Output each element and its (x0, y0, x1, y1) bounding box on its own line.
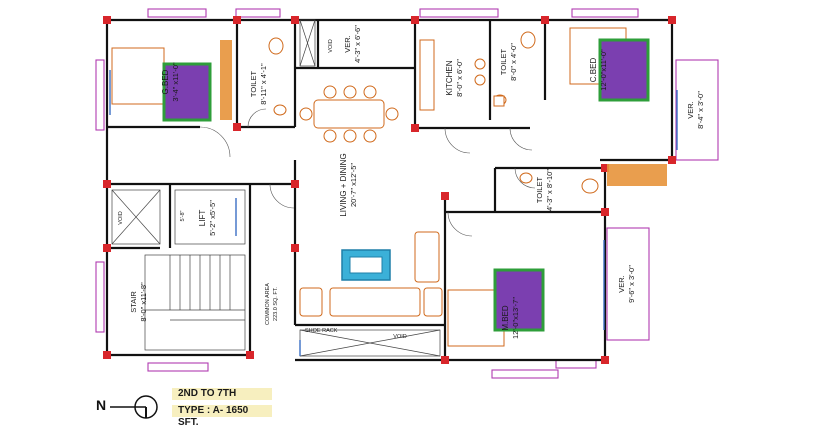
svg-text:COMMON AREA: COMMON AREA (265, 283, 271, 325)
svg-text:VER.: VER. (617, 275, 626, 293)
label-lift: LIFT 5'-2" x5'-5" (198, 200, 217, 236)
svg-text:20'-7" x12'-5": 20'-7" x12'-5" (349, 163, 358, 207)
label-toilet-3: TOILET 4'-3" x 8'-10" (535, 169, 554, 211)
type-label: TYPE : A- 1650 SFT. (172, 405, 272, 428)
floors-label: 2ND TO 7TH (172, 388, 272, 400)
north-label: N (96, 397, 107, 413)
svg-text:VOID: VOID (328, 39, 334, 52)
c-bed-furniture (569, 27, 650, 102)
dining-table (299, 85, 399, 143)
svg-text:VOID: VOID (393, 334, 406, 340)
windows (109, 70, 678, 356)
north-arrow: N (96, 392, 166, 422)
label-void-1: VOID (328, 39, 334, 52)
svg-text:5'-8": 5'-8" (180, 210, 186, 221)
svg-text:LIVING + DINING: LIVING + DINING (339, 153, 348, 216)
interior-lines (111, 19, 441, 357)
svg-text:TOILET: TOILET (499, 49, 508, 76)
doors (199, 108, 536, 237)
svg-text:SHOE RACK: SHOE RACK (305, 328, 338, 334)
label-c-bed: C.BED 12'-0"x11'-0" (589, 49, 608, 91)
svg-text:VOID: VOID (118, 211, 124, 224)
verandah-outlines (95, 8, 719, 379)
svg-text:12'-0"x11'-0": 12'-0"x11'-0" (599, 49, 608, 91)
label-void-2: VOID (118, 211, 124, 224)
svg-text:8'-4" x 3'-0": 8'-4" x 3'-0" (696, 91, 705, 129)
label-living-dining: LIVING + DINING 20'-7" x12'-5" (339, 153, 358, 216)
label-ver-2: VER. 8'-4" x 3'-0" (686, 91, 705, 129)
label-lift-dim: 5'-8" (180, 210, 186, 221)
m-bed-furniture (447, 268, 545, 347)
svg-text:LIFT: LIFT (198, 210, 207, 227)
svg-text:C.BED: C.BED (589, 58, 598, 83)
sofa-set (299, 231, 443, 317)
svg-text:VER.: VER. (343, 35, 352, 53)
columns (103, 16, 676, 364)
svg-text:KITCHEN: KITCHEN (445, 60, 454, 95)
svg-text:TOILET: TOILET (249, 71, 258, 98)
kitchen-fixtures (419, 39, 505, 111)
label-g-bed: G.BED 3'-4" x11'-0" (161, 62, 180, 102)
svg-text:223.0 SQ. FT.: 223.0 SQ. FT. (273, 287, 279, 321)
compass-icon (110, 395, 158, 419)
g-bed-furniture (111, 47, 212, 122)
label-void-3: VOID (393, 334, 406, 340)
svg-text:STAIR: STAIR (129, 291, 138, 313)
toilet-fixtures (268, 31, 599, 194)
svg-text:3'-4" x11'-0": 3'-4" x11'-0" (171, 62, 180, 102)
svg-text:4'-3" x 8'-10": 4'-3" x 8'-10" (545, 169, 554, 211)
svg-text:M.BED: M.BED (501, 305, 510, 331)
label-ver-1: VER. 4'-3" x 6'-6" (343, 25, 362, 63)
label-toilet-2: TOILET 8'-0" x 4'-0" (499, 43, 518, 81)
svg-text:8'-0" x 6'-0": 8'-0" x 6'-0" (455, 59, 464, 97)
svg-text:G.BED: G.BED (161, 69, 170, 94)
label-toilet-1: TOILET 8'-11" x 4'-1" (249, 63, 268, 105)
label-m-bed: M.BED 12'-0"x13'-7" (501, 297, 520, 339)
walls (105, 18, 674, 362)
label-kitchen: KITCHEN 8'-0" x 6'-0" (445, 59, 464, 97)
svg-text:4'-3" x 6'-6": 4'-3" x 6'-6" (353, 25, 362, 63)
svg-text:12'-0"x13'-7": 12'-0"x13'-7" (511, 297, 520, 339)
svg-text:TOILET: TOILET (535, 177, 544, 204)
svg-text:5'-2" x5'-5": 5'-2" x5'-5" (208, 200, 217, 236)
svg-text:8'-0" x 4'-0": 8'-0" x 4'-0" (509, 43, 518, 81)
svg-text:8'-11" x 4'-1": 8'-11" x 4'-1" (259, 63, 268, 105)
label-shoe-rack: SHOE RACK (305, 328, 338, 334)
svg-text:8'-0" x11'-8": 8'-0" x11'-8" (139, 282, 148, 322)
label-common-area: COMMON AREA 223.0 SQ. FT. (265, 283, 279, 325)
label-ver-3: VER. 9'-6" x 3'-0" (617, 265, 636, 303)
label-stair: STAIR 8'-0" x11'-8" (129, 282, 148, 322)
hatch-strips (220, 40, 667, 186)
svg-text:9'-6" x 3'-0": 9'-6" x 3'-0" (627, 265, 636, 303)
svg-text:VER.: VER. (686, 101, 695, 119)
